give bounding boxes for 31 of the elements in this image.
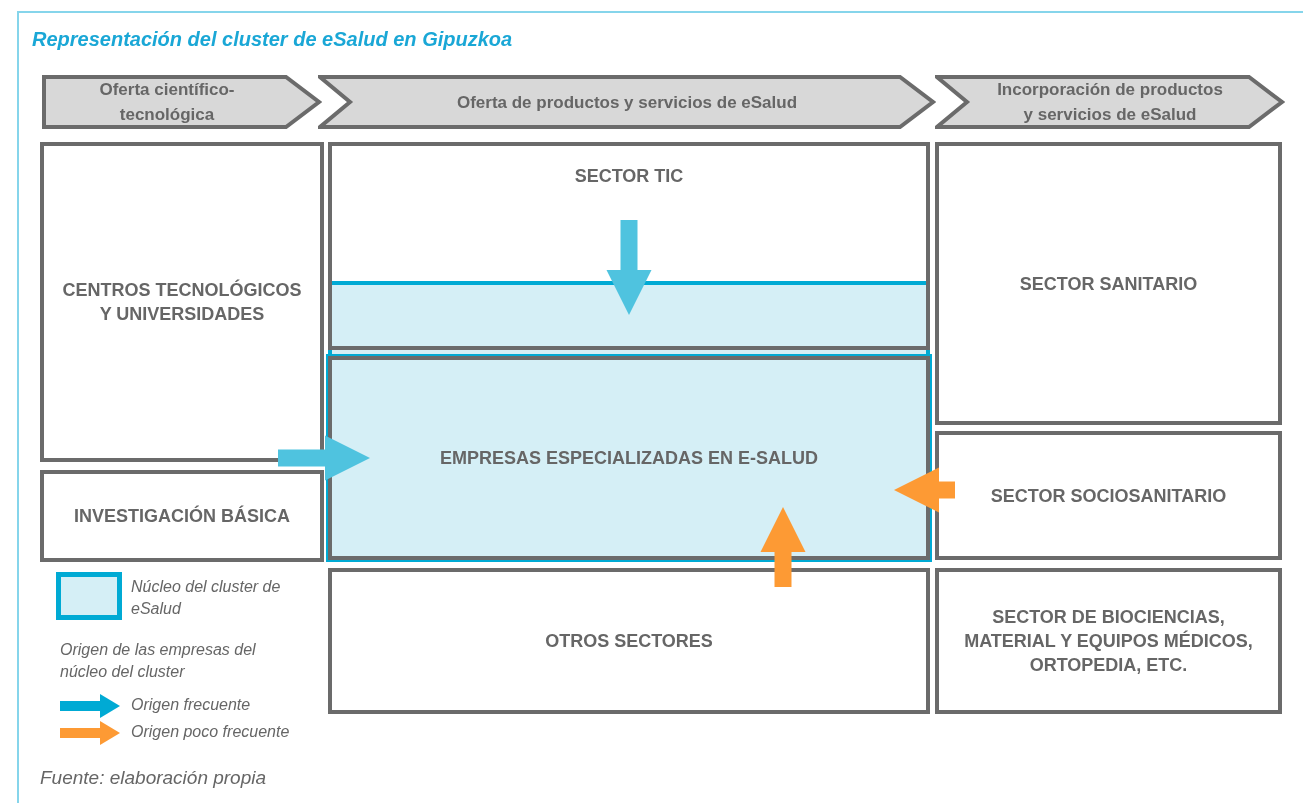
sector-box	[328, 142, 930, 350]
legend-heading: Origen de las empresas del núcleo del cluster	[60, 640, 257, 682]
stage-label: Oferta de productos y servicios de eSalud	[456, 91, 798, 114]
caption: Fuente: elaboración propia	[40, 767, 267, 789]
legend-label: Núcleo del cluster de eSalud	[131, 577, 282, 619]
sector-label: SECTOR SOCIOSANITARIO	[990, 484, 1227, 508]
sector-label: SECTOR TIC	[574, 165, 684, 188]
sector-box	[40, 142, 324, 462]
sector-box	[328, 568, 930, 714]
sector-label: EMPRESAS ESPECIALIZADAS EN E-SALUD	[439, 447, 818, 470]
title: Representación del cluster de eSalud en Gipuzkoa	[32, 27, 513, 52]
stage-header	[42, 75, 322, 129]
stage-header	[935, 75, 1285, 129]
sector-label: SECTOR SANITARIO	[1019, 272, 1198, 296]
sector-box	[328, 356, 930, 560]
sector-label: SECTOR DE BIOCIENCIAS, MATERIAL Y EQUIPOS MÉDICOS, ORTOPEDIA, ETC.	[963, 606, 1254, 677]
sector-box	[935, 142, 1282, 425]
arrow	[606, 220, 652, 315]
sector-box	[40, 470, 324, 562]
sector-box	[935, 431, 1282, 560]
sector-label: CENTROS TECNOLÓGICOS Y UNIVERSIDADES	[61, 278, 303, 326]
sector-label: INVESTIGACIÓN BÁSICA	[74, 504, 290, 528]
arrow	[760, 507, 806, 587]
arrow	[894, 467, 955, 513]
legend-label: Origen poco frecuente	[131, 722, 290, 742]
stage-label: Incorporación de productos y servicios de eSalud	[996, 79, 1224, 126]
legend-label: Origen frecuente	[131, 695, 251, 715]
arrow	[278, 435, 370, 481]
sector-label: OTROS SECTORES	[545, 630, 713, 653]
stage-label: Oferta científico-tecnológica	[98, 79, 236, 126]
sector-box	[935, 568, 1282, 714]
